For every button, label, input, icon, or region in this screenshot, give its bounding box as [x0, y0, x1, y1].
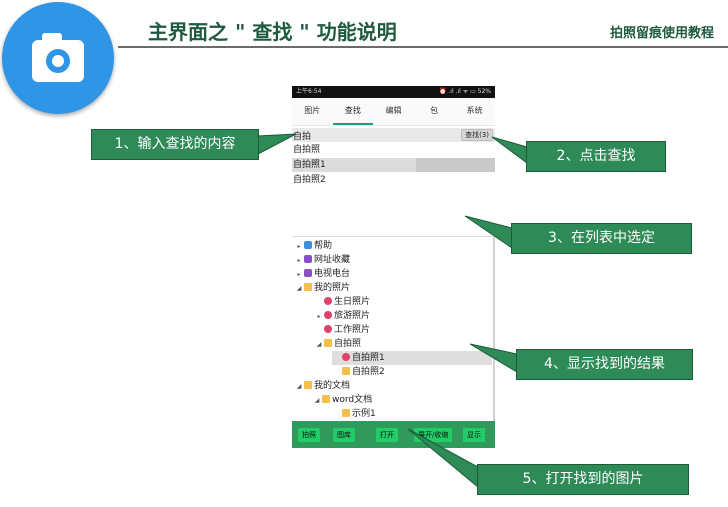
- tree-node-label: 帮助: [314, 241, 333, 251]
- tree-node-travel[interactable]: ▸ 旅游照片: [314, 309, 370, 323]
- tree-node-selfie2[interactable]: 自拍照2: [332, 365, 385, 379]
- tree-node-label: 我的文档: [314, 381, 351, 391]
- tab-package[interactable]: 包: [430, 106, 439, 115]
- picture-icon: [324, 297, 332, 305]
- callout-4: 4、显示找到的结果: [516, 349, 693, 380]
- tree-node-label: 自拍照2: [352, 367, 385, 377]
- open-button[interactable]: 打开: [376, 428, 398, 442]
- result-item-selected[interactable]: 自拍照1: [292, 158, 495, 172]
- search-input[interactable]: [292, 128, 458, 142]
- collapse-arrow-icon[interactable]: ◢: [314, 397, 320, 404]
- tree-node-birthday[interactable]: 生日照片: [314, 295, 370, 309]
- tab-pictures[interactable]: 图片: [304, 106, 321, 115]
- expand-arrow-icon[interactable]: ▸: [297, 257, 301, 264]
- tree-node-label: 我的照片: [314, 283, 351, 293]
- tree-node-label: 网址收藏: [314, 255, 351, 265]
- callout-pointer-2: [491, 136, 528, 164]
- tree-node-label: 自拍照1: [352, 353, 385, 363]
- tree-node-tv[interactable]: ▸ 电视电台: [294, 267, 350, 281]
- picture-icon: [324, 325, 332, 333]
- tree-node-label: 示例1: [352, 409, 376, 419]
- tree-node-bookmarks[interactable]: ▸ 网址收藏: [294, 253, 350, 267]
- camera-icon: [2, 2, 114, 114]
- folder-icon: [342, 409, 350, 417]
- collapse-arrow-icon[interactable]: ◢: [316, 341, 322, 348]
- status-icons: ⏰ .ıl .ıl ᯤ ▭ 52%: [439, 88, 491, 95]
- show-button[interactable]: 显示: [463, 428, 485, 442]
- action-bar: 拍照 图库 打开 展开/收缩 显示: [292, 421, 495, 448]
- tree-node-help[interactable]: ▸ 帮助: [294, 239, 332, 253]
- callout-1: 1、输入查找的内容: [91, 129, 259, 160]
- tree-node-label: 电视电台: [314, 269, 351, 279]
- callout-pointer-5: [407, 428, 479, 489]
- status-time: 上午6:54: [296, 88, 322, 95]
- callout-pointer-3: [464, 215, 513, 249]
- tree-node-sample1[interactable]: 示例1: [332, 407, 376, 421]
- result-item[interactable]: 自拍照: [293, 145, 321, 155]
- tree-node-word[interactable]: ◢ word文档: [312, 393, 372, 407]
- status-bar: 上午6:54 ⏰ .ıl .ıl ᯤ ▭ 52%: [292, 86, 495, 98]
- callout-pointer-4: [469, 343, 518, 373]
- page-title: 主界面之 " 查找 " 功能说明: [148, 20, 397, 44]
- tree-node-label: 生日照片: [334, 297, 371, 307]
- take-photo-button[interactable]: 拍照: [298, 428, 320, 442]
- bookmark-icon: [304, 255, 312, 263]
- tab-search[interactable]: 查找: [332, 98, 374, 125]
- phone-screen: 上午6:54 ⏰ .ıl .ıl ᯤ ▭ 52% 图片 查找 编辑 包 系统 查…: [292, 86, 495, 448]
- tree-node-selfie1-selected[interactable]: 自拍照1: [332, 351, 492, 365]
- tree-node-label: 旅游照片: [334, 311, 371, 321]
- tree-node-label: 工作照片: [334, 325, 371, 335]
- folder-icon: [342, 367, 350, 375]
- folder-icon: [324, 339, 332, 347]
- title-divider: [118, 46, 728, 48]
- callout-3: 3、在列表中选定: [511, 223, 692, 254]
- page-subtitle: 拍照留痕使用教程: [609, 26, 714, 41]
- tree-node-label: word文档: [332, 395, 373, 405]
- collapse-arrow-icon[interactable]: ◢: [296, 383, 302, 390]
- result-item-label: 自拍照1: [293, 160, 326, 170]
- picture-icon: [324, 311, 332, 319]
- expand-arrow-icon[interactable]: ▸: [297, 271, 301, 278]
- folder-icon: [304, 283, 312, 291]
- folder-icon: [322, 395, 330, 403]
- tree-node-my-photos[interactable]: ◢ 我的照片: [294, 281, 350, 295]
- result-item[interactable]: 自拍照2: [293, 175, 326, 185]
- expand-arrow-icon[interactable]: ▸: [317, 313, 321, 320]
- folder-icon: [304, 381, 312, 389]
- callout-pointer-1: [257, 133, 297, 155]
- tree-scrollbar[interactable]: [493, 237, 495, 421]
- tree-node-selfie[interactable]: ◢ 自拍照: [314, 337, 361, 351]
- tab-edit[interactable]: 编辑: [385, 106, 402, 115]
- tree-node-work[interactable]: 工作照片: [314, 323, 370, 337]
- collapse-arrow-icon[interactable]: ◢: [296, 285, 302, 292]
- gallery-button[interactable]: 图库: [333, 428, 355, 442]
- search-bar: 查找(3): [292, 128, 495, 142]
- picture-icon: [342, 353, 350, 361]
- callout-5: 5、打开找到的图片: [477, 464, 689, 495]
- tab-system[interactable]: 系统: [466, 106, 483, 115]
- tv-icon: [304, 269, 312, 277]
- callout-2: 2、点击查找: [526, 141, 666, 172]
- tab-bar: 图片 查找 编辑 包 系统: [292, 98, 495, 126]
- folder-tree: ▸ 帮助 ▸ 网址收藏 ▸ 电视电台 ◢ 我的照片 生日照片 ▸ 旅游照片 工作照片 ◢ 自…: [292, 236, 495, 421]
- expand-arrow-icon[interactable]: ▸: [297, 243, 301, 250]
- search-button[interactable]: 查找(3): [461, 129, 493, 141]
- help-icon: [304, 241, 312, 249]
- tree-node-documents[interactable]: ◢ 我的文档: [294, 379, 350, 393]
- tree-node-label: 自拍照: [334, 339, 362, 349]
